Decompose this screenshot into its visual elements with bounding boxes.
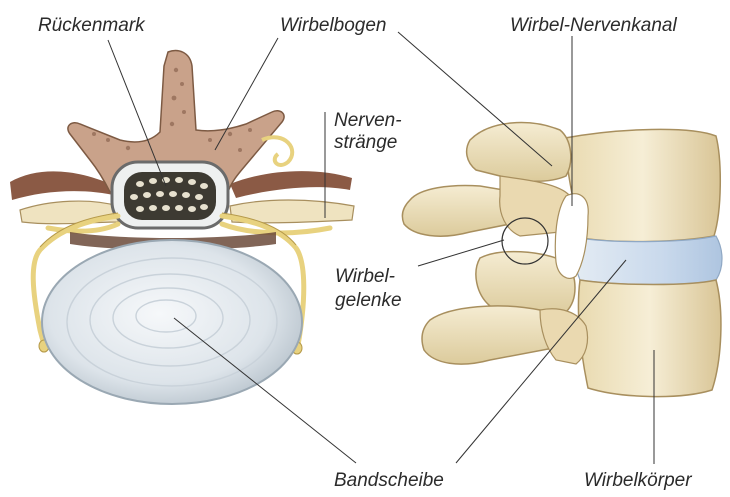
label-rueckenmark: Rückenmark (38, 15, 145, 37)
label-wirbelgelenke-line1: Wirbel- (335, 266, 395, 288)
label-wirbelkoerper: Wirbelkörper (584, 470, 692, 492)
label-nerven-line1: Nerven- (334, 110, 402, 132)
label-wirbelbogen: Wirbelbogen (280, 15, 387, 37)
label-wirbelgelenke-line2: gelenke (335, 290, 402, 312)
upper-articular-process (467, 123, 571, 182)
muscle-right (230, 171, 352, 198)
intervertebral-disc-axial (42, 240, 302, 404)
label-nerven-line2: stränge (334, 132, 397, 154)
label-wirbel-nervenkanal: Wirbel-Nervenkanal (510, 15, 677, 37)
lower-vertebral-body (578, 280, 721, 397)
intervertebral-disc-lateral (575, 236, 722, 285)
label-bandscheibe: Bandscheibe (334, 470, 444, 492)
axial-section (10, 51, 354, 404)
lateral-view (402, 123, 722, 397)
